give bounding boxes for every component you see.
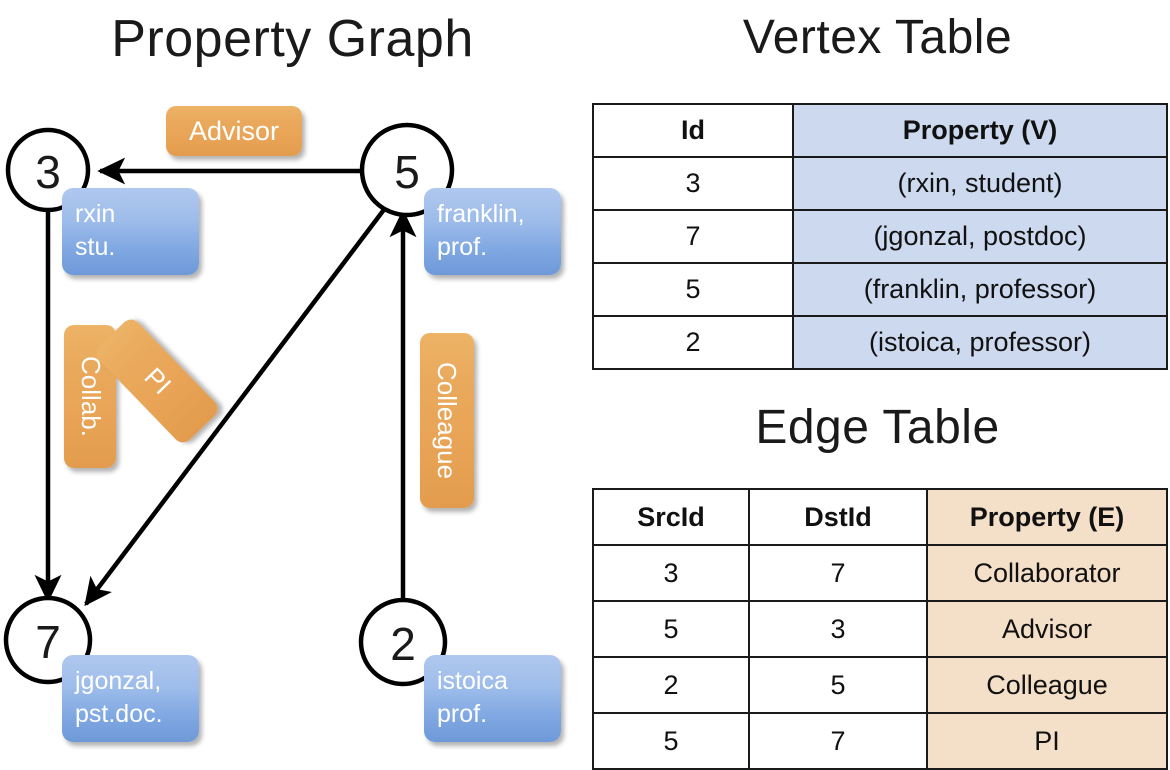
node-property-2-line2: prof.: [437, 700, 488, 728]
property-graph-panel: Property Graph 3 5 7 2: [0, 0, 585, 760]
edge-cell-property: Advisor: [926, 600, 1168, 658]
graph-canvas: 3 5 7 2: [3, 122, 455, 687]
table-row: 3 (rxin, student): [592, 156, 1168, 211]
node-property-5-line2: prof.: [437, 233, 488, 261]
page-title-property-graph: Property Graph: [111, 10, 474, 68]
edge-cell-dst: 5: [748, 656, 928, 714]
vertex-col-property: Property (V): [792, 103, 1168, 158]
edge-label-colleague-text: Colleague: [432, 361, 463, 480]
table-row: 5 (franklin, professor): [592, 262, 1168, 317]
edge-label-pi-text: PI: [138, 361, 177, 400]
graph-node-3-label: 3: [35, 146, 61, 198]
edge-table: SrcId DstId Property (E) 3 7 Collaborato…: [592, 488, 1168, 770]
table-row: 5 3 Advisor: [592, 600, 1168, 658]
edge-label-advisor: Advisor: [166, 106, 302, 156]
edge-cell-src: 5: [592, 600, 750, 658]
graph-node-5-label: 5: [394, 146, 420, 198]
vertex-cell-property: (franklin, professor): [792, 262, 1168, 317]
graph-edge-5-to-7: [84, 197, 394, 607]
vertex-cell-property: (jgonzal, postdoc): [792, 209, 1168, 264]
table-row: 2 (istoica, professor): [592, 315, 1168, 370]
edge-cell-dst: 7: [748, 712, 928, 770]
page-title-vertex-table: Vertex Table: [742, 11, 1013, 64]
node-property-box-3: rxin stu.: [62, 188, 199, 275]
node-property-3-line1: rxin: [75, 200, 116, 228]
edge-cell-property: Colleague: [926, 656, 1168, 714]
graph-node-7-label: 7: [35, 616, 61, 668]
node-property-5-line1: franklin,: [437, 200, 525, 228]
edge-cell-src: 2: [592, 656, 750, 714]
vertex-table-header-row: Id Property (V): [592, 103, 1168, 158]
edge-col-property: Property (E): [926, 488, 1168, 546]
edge-cell-src: 5: [592, 712, 750, 770]
vertex-table: Id Property (V) 3 (rxin, student) 7 (jgo…: [592, 103, 1168, 370]
edge-cell-src: 3: [592, 544, 750, 602]
node-property-box-5: franklin, prof.: [424, 188, 561, 275]
vertex-cell-id: 2: [592, 315, 794, 370]
page-title-edge-table: Edge Table: [755, 401, 1000, 454]
edge-label-collab-text: Collab.: [75, 356, 106, 437]
vertex-cell-property: (rxin, student): [792, 156, 1168, 211]
vertex-cell-id: 7: [592, 209, 794, 264]
edge-label-colleague: Colleague: [420, 333, 474, 508]
node-property-box-7: jgonzal, pst.doc.: [62, 655, 199, 742]
vertex-cell-id: 5: [592, 262, 794, 317]
node-property-7-line2: pst.doc.: [75, 700, 163, 728]
edge-table-header-row: SrcId DstId Property (E): [592, 488, 1168, 546]
graph-node-2-label: 2: [390, 618, 416, 670]
table-row: 7 (jgonzal, postdoc): [592, 209, 1168, 264]
edge-col-dstid: DstId: [748, 488, 928, 546]
edge-cell-dst: 7: [748, 544, 928, 602]
vertex-cell-property: (istoica, professor): [792, 315, 1168, 370]
node-property-3-line2: stu.: [75, 233, 116, 261]
edge-cell-dst: 3: [748, 600, 928, 658]
table-row: 3 7 Collaborator: [592, 544, 1168, 602]
edge-cell-property: PI: [926, 712, 1168, 770]
vertex-col-id: Id: [592, 103, 794, 158]
edge-cell-property: Collaborator: [926, 544, 1168, 602]
vertex-cell-id: 3: [592, 156, 794, 211]
edge-col-srcid: SrcId: [592, 488, 750, 546]
node-property-box-2: istoica prof.: [424, 655, 561, 742]
table-row: 5 7 PI: [592, 712, 1168, 770]
node-property-7-line1: jgonzal,: [75, 667, 162, 695]
node-property-2-line1: istoica: [437, 667, 508, 695]
table-row: 2 5 Colleague: [592, 656, 1168, 714]
